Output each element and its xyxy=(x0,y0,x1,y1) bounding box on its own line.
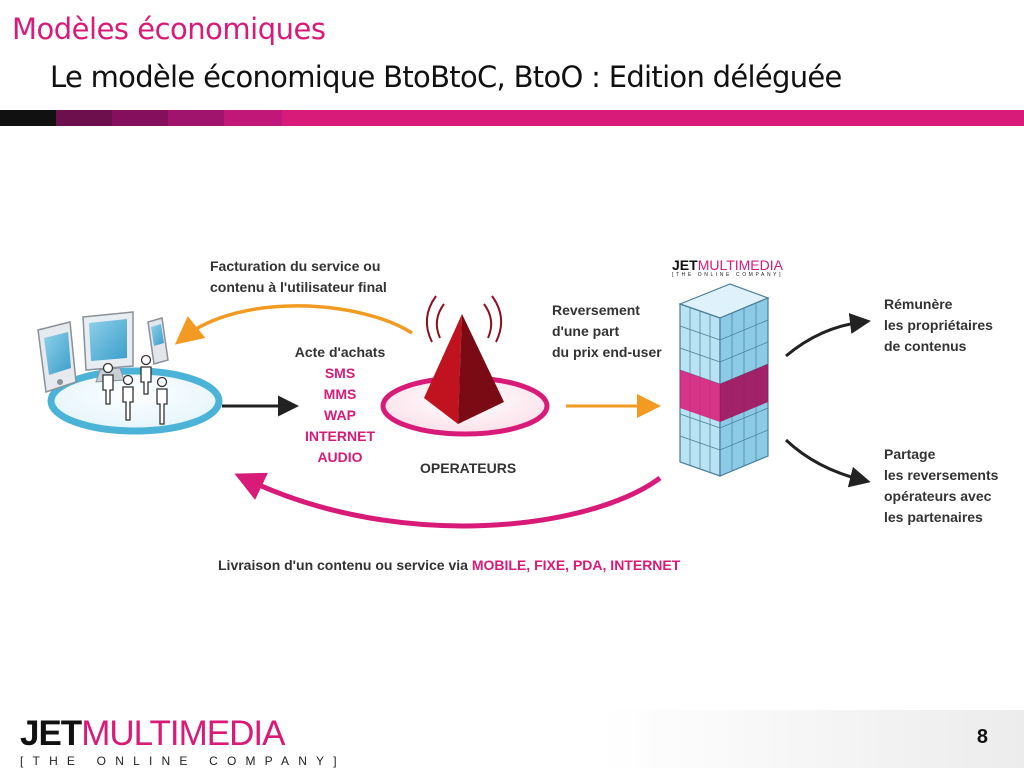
bar-segment-1 xyxy=(0,110,56,126)
revenue-share-line-2: d'une part xyxy=(552,323,620,339)
building-jet-logo: JETMULTIMEDIA [THE ONLINE COMPANY] xyxy=(672,258,783,278)
sharing-line-3: opérateurs avec xyxy=(884,488,992,504)
billing-label-line-1: Facturation du service ou xyxy=(210,258,381,274)
pda-device-icon xyxy=(37,321,77,393)
bar-segment-3 xyxy=(112,110,168,126)
delivery-arrow xyxy=(234,472,662,529)
channel-internet: INTERNET xyxy=(305,428,375,444)
remunerate-line-3: de contenus xyxy=(884,338,967,354)
sharing-line-1: Partage xyxy=(884,446,936,462)
channel-wap: WAP xyxy=(324,407,356,423)
sharing-line-4: les partenaires xyxy=(884,509,983,525)
logo-multimedia-text-small: MULTIMEDIA xyxy=(697,257,783,273)
people-icon xyxy=(102,354,168,425)
billing-arrow xyxy=(174,304,413,345)
operator-pyramid-icon xyxy=(424,314,504,424)
bar-segment-6 xyxy=(282,110,1024,126)
slide-title: Modèles économiques xyxy=(12,12,326,46)
signal-waves-icon xyxy=(425,295,503,343)
sharing-label: Partage les reversements opérateurs avec… xyxy=(884,444,998,528)
title-divider-bar xyxy=(0,110,1024,126)
logo-jet-text-small: JET xyxy=(672,257,698,273)
remunerate-label: Rémunère les propriétaires de contenus xyxy=(884,294,993,357)
channel-sms: SMS xyxy=(324,365,356,381)
jet-multimedia-building-icon xyxy=(678,283,770,477)
purchase-act-label: Acte d'achats xyxy=(294,344,386,360)
sharing-line-2: les reversements xyxy=(884,467,999,483)
logo-jet-text: JET xyxy=(20,714,82,753)
revenue-share-line-3: du prix end-user xyxy=(552,344,662,360)
billing-label-line-2: contenu à l'utilisateur final xyxy=(210,279,387,295)
bar-segment-2 xyxy=(56,110,112,126)
purchase-act-block: Acte d'achats SMS MMS WAP INTERNET AUDIO xyxy=(292,342,388,468)
slide-subtitle: Le modèle économique BtoBtoC, BtoO : Edi… xyxy=(50,60,842,94)
remunerate-arrow xyxy=(785,313,871,358)
revenue-share-line-1: Reversement xyxy=(552,302,640,318)
delivery-label: Livraison d'un contenu ou service via MO… xyxy=(218,555,680,576)
remunerate-line-2: les propriétaires xyxy=(884,317,993,333)
sharing-arrow xyxy=(784,438,871,488)
jet-multimedia-logo: JETMULTIMEDIA [THE ONLINE COMPANY] xyxy=(20,716,346,768)
mobile-phone-icon xyxy=(147,317,169,365)
footer-band xyxy=(600,710,1024,768)
billing-label: Facturation du service ou contenu à l'ut… xyxy=(210,256,387,298)
page-number: 8 xyxy=(976,726,988,748)
logo-multimedia-text: MULTIMEDIA xyxy=(81,714,285,753)
bar-segment-5 xyxy=(224,110,282,126)
logo-tagline-small: [THE ONLINE COMPANY] xyxy=(672,272,784,278)
channel-mms: MMS xyxy=(323,386,357,402)
remunerate-line-1: Rémunère xyxy=(884,296,953,312)
end-users-group xyxy=(37,311,223,435)
operators-label: OPERATEURS xyxy=(420,460,517,476)
logo-tagline: [THE ONLINE COMPANY] xyxy=(20,754,346,768)
delivery-label-prefix: Livraison d'un contenu ou service via xyxy=(218,557,468,573)
channel-audio: AUDIO xyxy=(317,449,363,465)
revenue-share-label: Reversement d'une part du prix end-user xyxy=(552,300,662,363)
bar-segment-4 xyxy=(168,110,224,126)
operators-node xyxy=(380,295,550,437)
delivery-label-channels: MOBILE, FIXE, PDA, INTERNET xyxy=(471,557,681,573)
